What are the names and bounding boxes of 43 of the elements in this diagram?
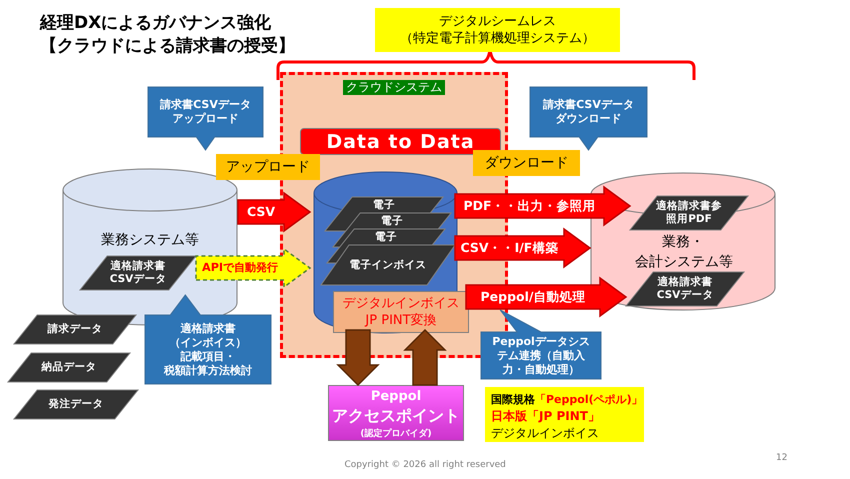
callout-box: 適格請求書（インボイス）記載項目・税額計算方法検討	[145, 295, 271, 384]
copyright-text: Copyright © 2026 all right reserved	[344, 460, 506, 470]
conversion-box: デジタルインボイスJP PINT変換	[333, 291, 469, 333]
data-parallelogram: 発注データ	[14, 390, 138, 419]
block-arrow	[403, 328, 447, 386]
access-point-title: Peppol	[370, 389, 422, 404]
callout-box: 請求書CSVデータアップロード	[148, 87, 263, 150]
block-arrow	[336, 329, 380, 386]
block-arrow	[454, 228, 592, 268]
block-arrow	[454, 186, 632, 226]
note-text: デジタルインボイス	[491, 426, 599, 441]
data-parallelogram: 適格請求書CSVデータ	[80, 256, 196, 290]
block-arrow	[465, 276, 628, 318]
step-label: ダウンロード	[473, 150, 580, 176]
edge-label: CSV	[247, 203, 276, 221]
note-text: 「Peppol(ペポル)」	[535, 392, 643, 407]
system-box: デジタルシームレス（特定電子計算機処理システム）	[375, 8, 620, 52]
data-parallelogram: 電子インボイス	[321, 245, 455, 285]
section-label: クラウドシステム	[343, 80, 445, 95]
callout-box: Peppolデータシステム連携（自動入力・自動処理）	[481, 310, 601, 379]
note-text: 国際規格	[491, 392, 535, 407]
edge-label: CSV・・I/F構築	[460, 239, 558, 257]
cylinder-label: 業務システム等	[100, 231, 200, 250]
data-parallelogram: 請求データ	[14, 315, 136, 344]
cylinder-label: 業務・会計システム等	[634, 233, 734, 272]
edge-label: APIで自動発行	[202, 260, 278, 276]
access-point-box	[328, 385, 464, 441]
page-number: 12	[776, 453, 788, 463]
note-text: 日本版「JP PINT」	[491, 409, 600, 424]
title: 経理DXによるガバナンス強化【クラウドによる請求書の授受】	[40, 12, 296, 58]
data-parallelogram: 納品データ	[8, 353, 130, 382]
data-parallelogram: 適格請求書CSVデータ	[626, 272, 744, 306]
block-arrow	[195, 248, 312, 288]
access-point-note: (認定プロバイダ)	[359, 427, 433, 440]
note-box	[485, 387, 644, 442]
callout-box: 請求書CSVデータダウンロード	[530, 87, 647, 150]
block-arrow	[237, 192, 312, 232]
edge-label: PDF・・出力・参照用	[464, 197, 596, 215]
step-label: アップロード	[216, 154, 320, 180]
access-point-title: アクセスポイント	[331, 406, 461, 427]
edge-label: Peppol/自動処理	[480, 288, 586, 306]
data-banner: Data to Data	[300, 128, 501, 155]
data-parallelogram: 適格請求書参照用PDF	[630, 196, 748, 230]
